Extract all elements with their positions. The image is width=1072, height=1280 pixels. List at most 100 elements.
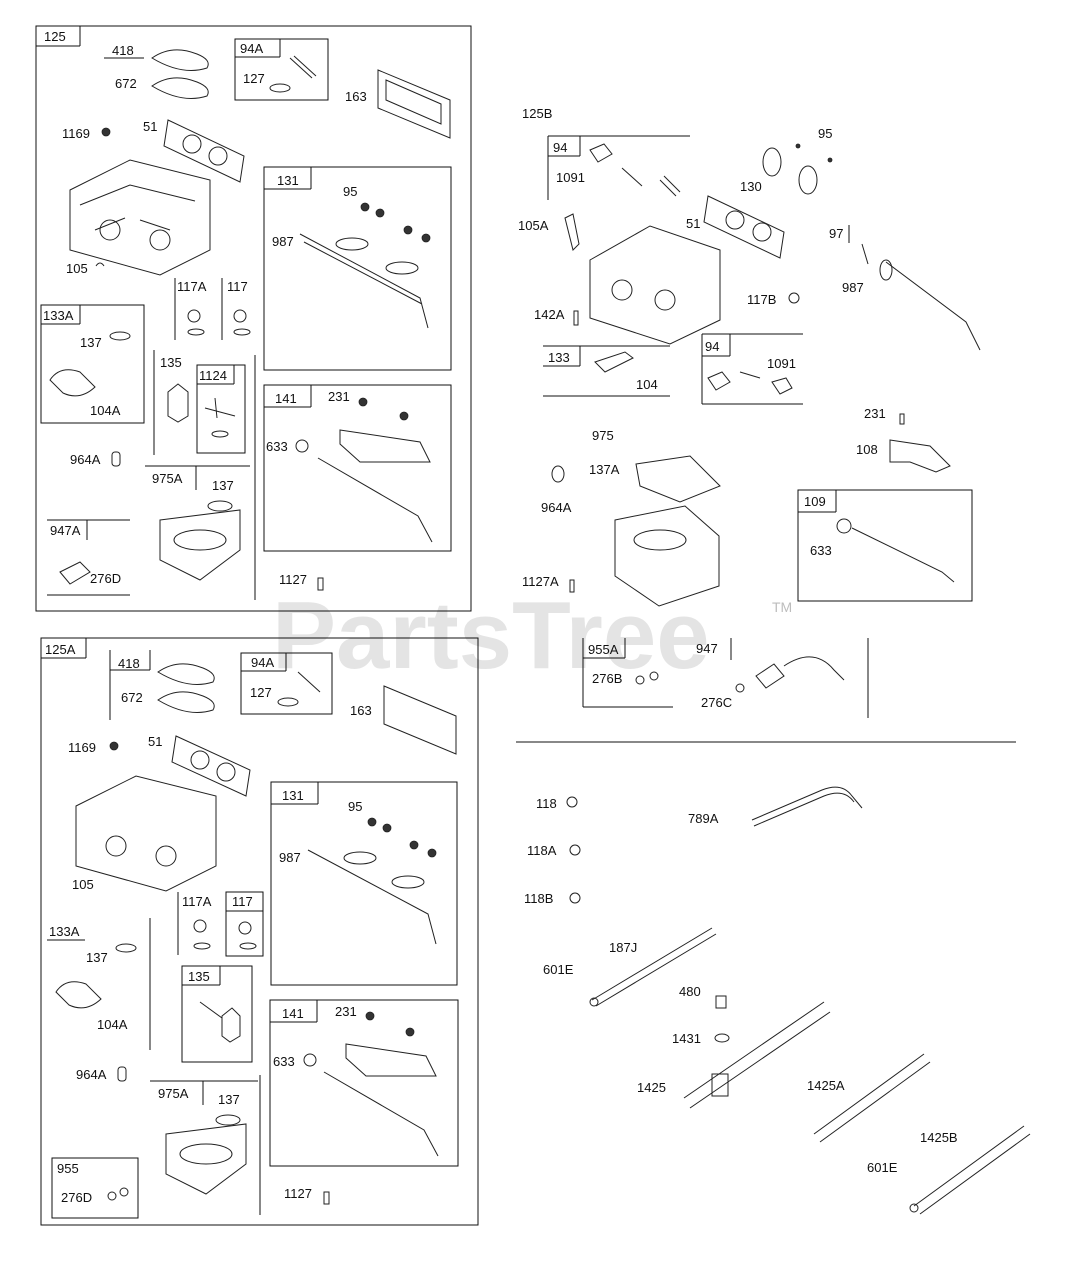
callout-137: 137 xyxy=(80,335,102,350)
callout-163-b: 163 xyxy=(350,703,372,718)
callout-118A: 118A xyxy=(527,843,557,858)
callout-118B: 118B xyxy=(524,891,553,906)
callout-1091-b: 1091 xyxy=(767,356,796,371)
callout-276C: 276C xyxy=(701,695,732,710)
callout-1425A: 1425A xyxy=(807,1078,845,1093)
gasket-672-part xyxy=(151,77,209,99)
callout-276D-b: 276D xyxy=(61,1190,92,1205)
callout-104: 104 xyxy=(636,377,658,392)
callout-137A: 137A xyxy=(589,462,620,477)
callout-163: 163 xyxy=(345,89,367,104)
callout-97: 97 xyxy=(829,226,843,241)
callout-137-d: 137 xyxy=(218,1092,240,1107)
group-label-125A: 125A xyxy=(45,642,76,657)
callout-133A-b: 133A xyxy=(49,924,80,939)
callout-127-b: 127 xyxy=(250,685,272,700)
callout-987: 987 xyxy=(272,234,294,249)
watermark-text: PartsTree xyxy=(272,582,710,689)
callout-133: 133 xyxy=(548,350,570,365)
callout-1127A: 1127A xyxy=(522,574,559,589)
subgroup-135-b-frame xyxy=(181,965,253,1063)
watermark-tm: TM xyxy=(772,599,792,615)
gasket-418-part xyxy=(151,49,209,71)
subgroup-131-b-frame xyxy=(270,781,458,986)
callout-975A: 975A xyxy=(152,471,183,486)
callout-964A: 964A xyxy=(70,452,101,467)
callout-135: 135 xyxy=(160,355,182,370)
callout-601E-b: 601E xyxy=(867,1160,898,1175)
subgroup-117-b-frame xyxy=(225,891,264,957)
callout-95-b: 95 xyxy=(348,799,362,814)
subgroup-94A-frame xyxy=(234,38,329,101)
callout-51-b: 51 xyxy=(148,734,162,749)
callout-955A: 955A xyxy=(588,642,619,657)
callout-964A-c: 964A xyxy=(541,500,572,515)
group-label-125B: 125B xyxy=(522,106,552,121)
callout-133A: 133A xyxy=(43,308,74,323)
callout-276D: 276D xyxy=(90,571,121,586)
callout-118: 118 xyxy=(536,796,557,811)
callout-51-c: 51 xyxy=(686,216,700,231)
callout-95: 95 xyxy=(343,184,357,199)
callout-94-b: 94 xyxy=(705,339,719,354)
subgroup-1124-frame xyxy=(196,364,246,454)
callout-135-b: 135 xyxy=(188,969,210,984)
group-label-125: 125 xyxy=(44,29,66,44)
group-125A-frame xyxy=(40,637,479,1226)
callout-418-b: 418 xyxy=(118,656,140,671)
callout-975: 975 xyxy=(592,428,614,443)
callout-672-b: 672 xyxy=(121,690,143,705)
callout-1127: 1127 xyxy=(279,572,307,587)
callout-231-b: 231 xyxy=(335,1004,357,1019)
callout-137-c: 137 xyxy=(86,950,108,965)
callout-94A-b: 94A xyxy=(251,655,274,670)
subgroup-141-b-frame xyxy=(269,999,459,1167)
callout-104A: 104A xyxy=(90,403,121,418)
callout-1124: 1124 xyxy=(199,368,227,383)
callout-418: 418 xyxy=(112,43,134,58)
subgroup-109-frame xyxy=(797,489,973,602)
callout-94: 94 xyxy=(553,140,567,155)
callout-975A-b: 975A xyxy=(158,1086,189,1101)
callout-633-b: 633 xyxy=(273,1054,295,1069)
callout-1091: 1091 xyxy=(556,170,585,185)
callout-231: 231 xyxy=(328,389,350,404)
callout-480: 480 xyxy=(679,984,701,999)
callout-187J: 187J xyxy=(609,940,637,955)
callout-1425B: 1425B xyxy=(920,1130,958,1145)
callout-127: 127 xyxy=(243,71,265,86)
group-loose-parts: 118 789A 118A 118B 187J 601E 480 1431 14… xyxy=(524,786,1031,1215)
callout-231-c: 231 xyxy=(864,406,886,421)
callout-276B: 276B xyxy=(592,671,622,686)
callout-105: 105 xyxy=(66,261,88,276)
callout-1127-b: 1127 xyxy=(284,1186,312,1201)
callout-137-bowl: 137 xyxy=(212,478,234,493)
callout-108: 108 xyxy=(856,442,878,457)
callout-105-b: 105 xyxy=(72,877,94,892)
callout-117: 117 xyxy=(227,279,248,294)
callout-789A: 789A xyxy=(688,811,719,826)
callout-130: 130 xyxy=(740,179,762,194)
subgroup-133A-frame xyxy=(40,304,145,424)
callout-1169-b: 1169 xyxy=(68,740,96,755)
callout-1169: 1169 xyxy=(62,126,90,141)
carburetor-body xyxy=(69,159,211,276)
subgroup-141-frame xyxy=(263,384,452,552)
callout-131: 131 xyxy=(277,173,299,188)
callout-131-b: 131 xyxy=(282,788,304,803)
callout-94A: 94A xyxy=(240,41,263,56)
callout-987-c: 987 xyxy=(842,280,864,295)
callout-105A: 105A xyxy=(518,218,549,233)
callout-1425: 1425 xyxy=(637,1080,666,1095)
callout-95-c: 95 xyxy=(818,126,832,141)
group-125: 125 418 672 94A 127 163 1169 51 105 xyxy=(35,25,472,612)
callout-141: 141 xyxy=(275,391,297,406)
callout-51: 51 xyxy=(143,119,157,134)
callout-955: 955 xyxy=(57,1161,79,1176)
callout-109: 109 xyxy=(804,494,826,509)
callout-104A-b: 104A xyxy=(97,1017,128,1032)
callout-947: 947 xyxy=(696,641,718,656)
group-125A: 125A 418 672 94A 127 163 1169 51 105 131… xyxy=(40,637,479,1226)
callout-117B: 117B xyxy=(747,292,776,307)
